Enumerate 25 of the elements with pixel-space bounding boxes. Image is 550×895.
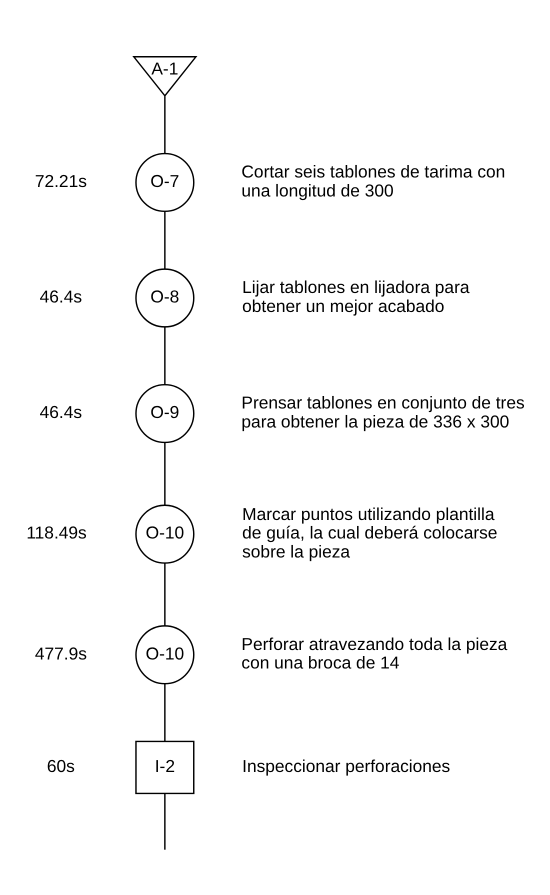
connector [164,327,166,385]
node-label: Inspeccionar perforaciones [242,756,450,776]
node-label: 46.4s [40,402,82,422]
node-label: 60s [46,756,75,776]
node-label: Marcar puntos utilizando plantilla de guía, la cual deberá colocarse sobre la pieza [242,504,498,562]
connector [164,212,166,270]
node-label: 72.21s [34,170,87,191]
connector [164,96,166,154]
node-circle: O-9 [135,384,194,444]
node-label: 477.9s [34,643,87,664]
node-circle: O-10 [135,625,194,684]
node-label: Prensar tablones en conjunto de tres para obtener la pieza de 336 x 300 [241,392,525,432]
node-label: 46.4s [40,286,82,306]
node-box: I-2 [135,740,194,794]
node-circle: O-8 [135,268,194,328]
node-label: 118.49s [26,522,87,543]
connector [164,442,166,506]
connector [164,794,166,850]
node-label: Perforar atravezando toda la pieza con una broca de 14 [241,634,508,673]
node-label: Cortar seis tablones de tarima con una longitud de 300 [241,162,506,200]
node-label: Lijar tablones en lijadora para obtener un mejor acabado [242,277,470,316]
node-circle: O-7 [135,152,194,212]
node-circle: O-10 [135,504,194,564]
connector [164,684,166,742]
connector [164,564,166,626]
